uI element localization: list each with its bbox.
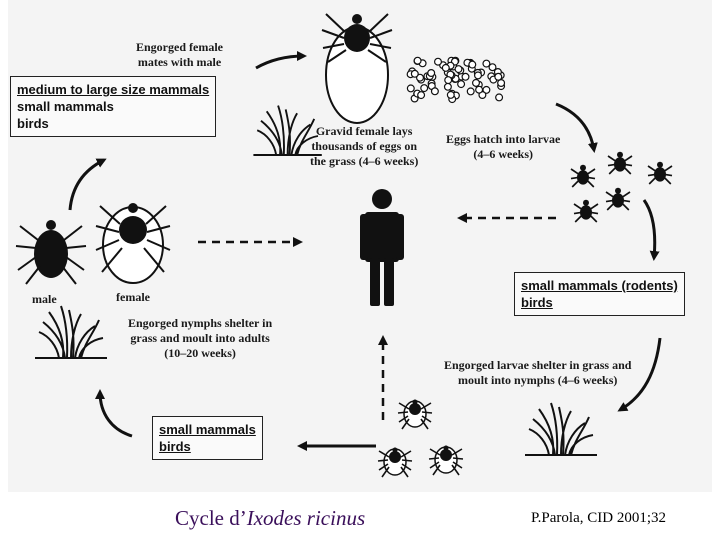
egg-cluster-icon (406, 56, 506, 104)
egg-dot (454, 65, 463, 74)
nymphs-shelter-label-line: grass and moult into adults (130, 331, 270, 345)
larvae-shelter-label-line: Engorged larvae shelter in grass and (444, 358, 632, 372)
caption-title-text: Cycle d’ (175, 506, 247, 530)
egg-dot (446, 90, 455, 99)
egg-dot (495, 93, 504, 102)
egg-dot (416, 73, 425, 82)
egg-dot (488, 63, 497, 72)
nymph-ticks-icon (377, 398, 464, 478)
nymphs-shelter-label-line: (10–20 weeks) (164, 346, 236, 360)
egg-dot (443, 82, 452, 91)
nymphs-shelter-label: Engorged nymphs shelter in grass and mou… (128, 316, 272, 361)
egg-dot (468, 60, 477, 69)
egg-dot (474, 71, 483, 80)
mating-label-line: Engorged female (136, 40, 223, 54)
larva-host-line: small mammals (rodents) (521, 278, 678, 293)
larvae-shelter-label: Engorged larvae shelter in grass and mou… (444, 358, 631, 388)
adult-host-line: small mammals (17, 99, 114, 114)
egg-dot (406, 84, 415, 93)
egg-dot (461, 72, 470, 81)
eggs-hatch-label: Eggs hatch into larvae (4–6 weeks) (446, 132, 560, 162)
nymph-host-box: small mammals birds (152, 416, 263, 460)
caption-title-species: Ixodes ricinus (246, 506, 366, 530)
female-tick-icon (95, 203, 171, 284)
egg-dot (417, 91, 426, 100)
gravid-label: Gravid female lays thousands of eggs on … (310, 124, 418, 169)
grass-icon (34, 305, 108, 359)
male-label: male (32, 292, 57, 306)
egg-dot (410, 69, 419, 78)
caption-credit: P.Parola, CID 2001;32 (531, 510, 666, 526)
egg-dot (441, 63, 450, 72)
life-cycle-diagram: medium to large size mammals small mamma… (8, 0, 712, 492)
caption-title: Cycle d’Ixodes ricinus (175, 506, 365, 531)
nymphs-shelter-label-line: Engorged nymphs shelter in (128, 316, 273, 330)
egg-dot (420, 84, 429, 93)
egg-dot (475, 85, 484, 94)
nymph-host-line: small mammals (159, 422, 256, 437)
male-tick-icon (15, 220, 87, 285)
egg-dot (494, 72, 503, 81)
egg-dot (457, 80, 466, 89)
diagram-graphics (15, 13, 673, 478)
gravid-label-line: the grass (4–6 weeks) (310, 154, 419, 168)
mating-label-line: mates with male (137, 55, 222, 69)
cycle-arrows (68, 51, 662, 451)
nymph-host-line: birds (159, 439, 191, 454)
human-contact-arrows (198, 213, 556, 420)
eggs-hatch-label-line: Eggs hatch into larvae (446, 132, 561, 146)
egg-dot (482, 59, 491, 68)
engorged-female-tick-icon (321, 13, 393, 124)
egg-dot (444, 76, 453, 85)
eggs-hatch-label-line: (4–6 weeks) (473, 147, 533, 161)
larvae-ticks-icon (570, 150, 673, 223)
larva-host-box: small mammals (rodents) birds (514, 272, 685, 316)
larvae-shelter-label-line: moult into nymphs (4–6 weeks) (458, 373, 618, 387)
egg-dot (430, 87, 439, 96)
gravid-label-line: thousands of eggs on (311, 139, 418, 153)
egg-dot (427, 68, 436, 77)
grass-icon (524, 402, 598, 456)
egg-dot (413, 56, 422, 65)
adult-host-line: medium to large size mammals (17, 82, 210, 97)
egg-dot (434, 57, 443, 66)
human-figure-icon (360, 189, 404, 306)
gravid-label-line: Gravid female lays (315, 124, 413, 138)
female-label: female (116, 290, 150, 304)
mating-label: Engorged female mates with male (136, 40, 223, 70)
larva-host-line: birds (521, 295, 553, 310)
adult-host-box: medium to large size mammals small mamma… (10, 76, 217, 137)
egg-dot (466, 87, 475, 96)
egg-dot (472, 78, 481, 87)
adult-host-line: birds (17, 116, 49, 131)
